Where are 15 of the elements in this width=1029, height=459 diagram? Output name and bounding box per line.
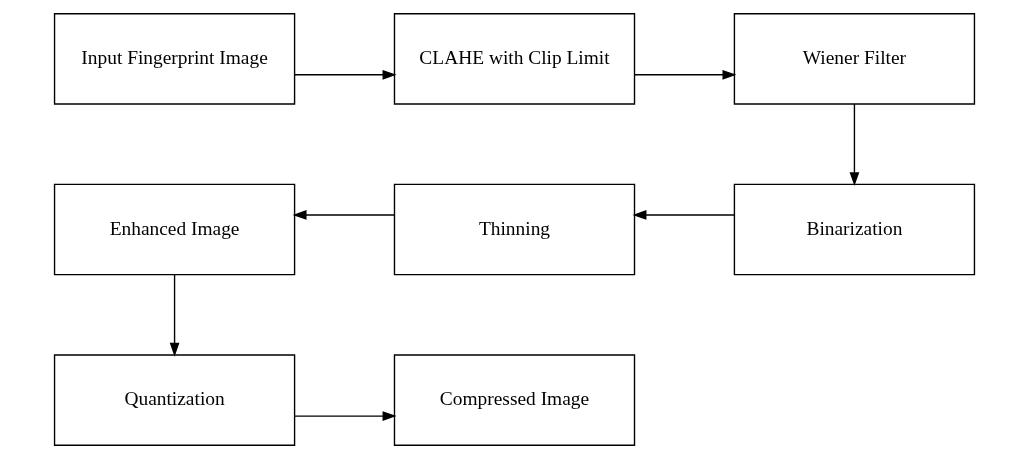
arrow: [169, 274, 180, 357]
node-box: Binarization: [733, 183, 976, 276]
node-box: Input Fingerprint Image: [53, 13, 296, 105]
node-box: CLAHE with Clip Limit: [393, 13, 636, 105]
node-box: Quantization: [53, 354, 296, 446]
node-box: Thinning: [393, 183, 636, 276]
arrow: [849, 103, 860, 187]
node-box: Wiener Filter: [733, 13, 976, 105]
arrow: [294, 69, 397, 80]
arrow: [292, 210, 395, 220]
node-box: Compressed Image: [393, 354, 636, 446]
arrow: [294, 411, 397, 421]
arrow: [634, 69, 737, 80]
node-box: Enhanced Image: [53, 183, 296, 276]
arrow: [632, 210, 735, 220]
